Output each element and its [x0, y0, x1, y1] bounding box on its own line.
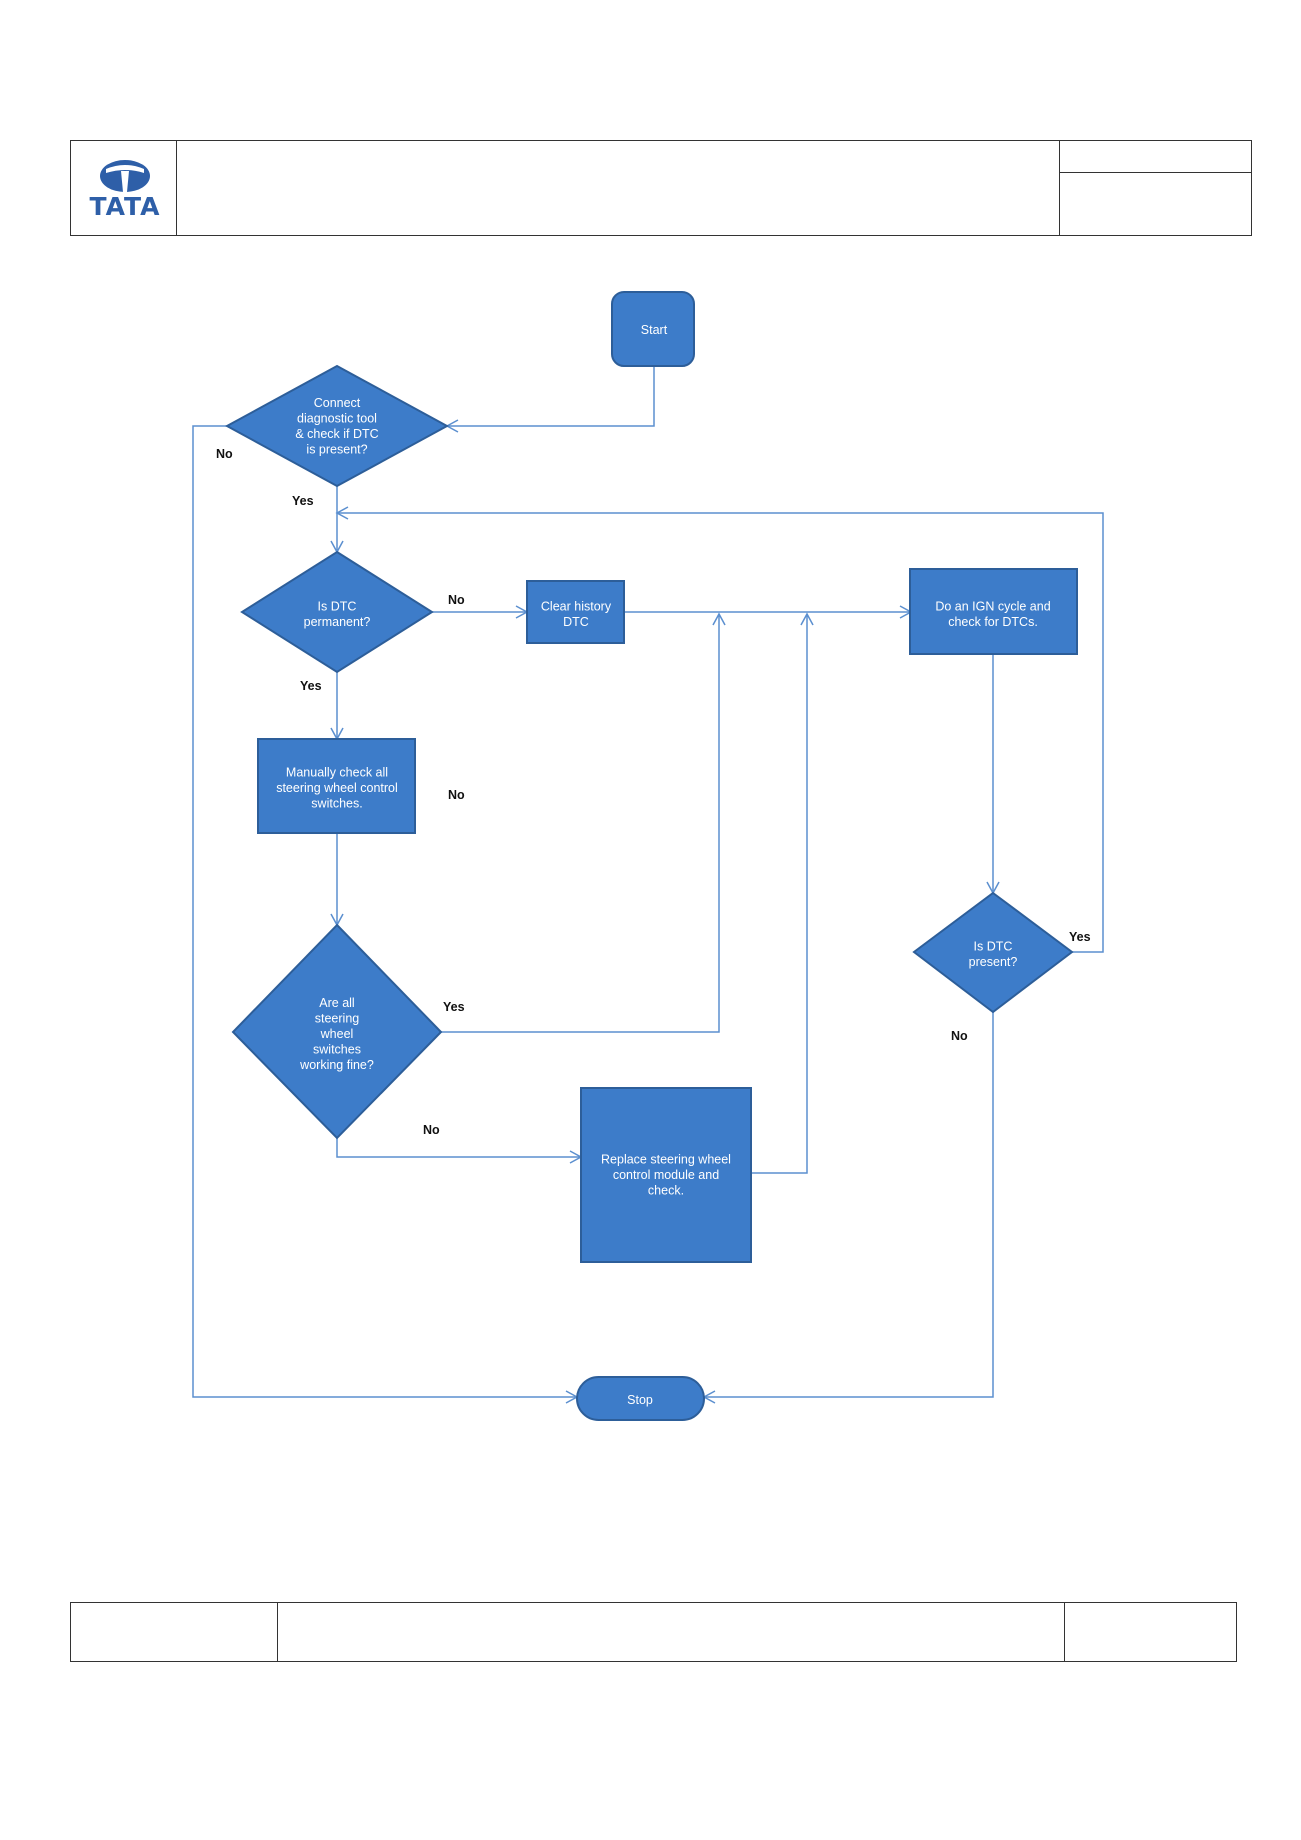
footer-left-cell: [70, 1602, 278, 1662]
edge-allfine-no-replace: [336, 1138, 583, 1164]
node-connect-line: Connect: [314, 396, 361, 410]
node-allfine-line: working fine?: [299, 1058, 374, 1072]
node-manual-line: Manually check all: [286, 766, 388, 780]
node-present: [912, 891, 1074, 1014]
edge-label-permanent-yes: Yes: [300, 679, 322, 693]
node-allfine: [231, 923, 443, 1140]
tata-logo-icon: [100, 160, 150, 192]
node-connect: [224, 364, 450, 488]
node-permanent-label: Is DTC permanent?: [304, 599, 371, 629]
node-permanent: [240, 550, 434, 674]
edge-present-no-stop: [702, 1012, 994, 1404]
node-permanent-line: Is DTC: [318, 599, 357, 613]
node-present-line: present?: [969, 955, 1018, 969]
node-ign: [909, 568, 1078, 655]
node-ign-line: Do an IGN cycle and: [935, 599, 1050, 613]
edge-label-manual-no: No: [448, 788, 465, 802]
edge-replace-join: [751, 612, 814, 1174]
node-replace-line: Replace steering wheel: [601, 1153, 731, 1167]
node-clear-line: Clear history: [541, 599, 612, 613]
node-stop: [576, 1376, 705, 1421]
header-right-bottom-cell: [1059, 172, 1252, 236]
edge-label-allfine-no: No: [423, 1123, 440, 1137]
node-ign-label: Do an IGN cycle and check for DTCs.: [935, 599, 1050, 629]
node-connect-line: is present?: [306, 442, 367, 456]
edge-label-connect-yes: Yes: [292, 494, 314, 508]
node-stop-line: Stop: [627, 1393, 653, 1407]
node-replace: [580, 1087, 752, 1263]
edge-start-connect: [445, 366, 655, 433]
tata-logo-text: TATA: [89, 192, 161, 221]
node-start-line: Start: [641, 323, 668, 337]
node-manual-line: switches.: [311, 797, 362, 811]
node-permanent-line: permanent?: [304, 615, 371, 629]
node-manual-line: steering wheel control: [276, 781, 398, 795]
edge-label-permanent-no: No: [448, 593, 465, 607]
node-present-label: Is DTC present?: [969, 939, 1018, 969]
node-allfine-line: Are all: [319, 996, 354, 1010]
node-clear-line: DTC: [563, 615, 589, 629]
edge-allfine-yes-join: [441, 612, 726, 1033]
footer-right-cell: [1064, 1602, 1237, 1662]
node-present-line: Is DTC: [974, 939, 1013, 953]
node-start-label: Start: [641, 323, 668, 337]
edge-label-present-no: No: [951, 1029, 968, 1043]
node-stop-label: Stop: [627, 1393, 653, 1407]
node-replace-line: check.: [648, 1184, 684, 1198]
node-allfine-line: wheel: [320, 1027, 354, 1041]
edge-label-allfine-yes: Yes: [443, 1000, 465, 1014]
node-connect-line: & check if DTC: [295, 427, 378, 441]
node-allfine-line: steering: [315, 1012, 360, 1026]
node-start: [611, 291, 695, 367]
edge-present-yes-loop: [335, 506, 1104, 953]
node-replace-line: control module and: [613, 1168, 719, 1182]
node-clear: [526, 580, 625, 644]
edge-label-present-yes: Yes: [1069, 930, 1091, 944]
node-manual: [257, 738, 416, 834]
node-allfine-line: switches: [313, 1043, 361, 1057]
node-ign-line: check for DTCs.: [948, 615, 1038, 629]
node-connect-line: diagnostic tool: [297, 411, 377, 425]
edge-label-connect-no: No: [216, 447, 233, 461]
edge-connect-no-stop: [192, 425, 579, 1404]
header-logo-cell: [70, 140, 177, 236]
